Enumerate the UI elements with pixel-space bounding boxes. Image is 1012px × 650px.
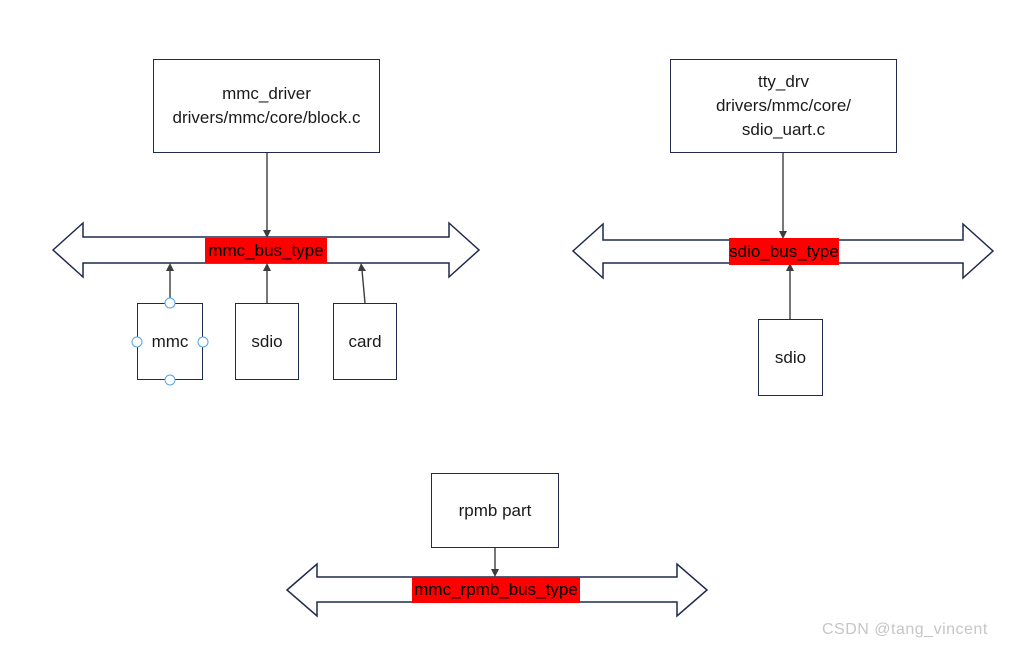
- box-sdio-left-label: sdio: [251, 331, 283, 351]
- box-mmc-driver-path: drivers/mmc/core/block.c: [172, 108, 361, 127]
- selection-handle-left[interactable]: [131, 336, 143, 348]
- box-rpmb-part-label: rpmb part: [458, 500, 532, 520]
- box-mmc-driver-title: mmc_driver: [222, 84, 311, 103]
- connector-rpmb-to-rpmb-bus[interactable]: [491, 548, 499, 577]
- box-card-label: card: [348, 331, 382, 351]
- connector-sdio-to-sdio-bus[interactable]: [786, 263, 794, 319]
- box-sdio-left[interactable]: sdio: [235, 303, 299, 380]
- box-card[interactable]: card: [333, 303, 397, 380]
- box-tty-drv-title: tty_drv: [757, 72, 810, 91]
- connector-mmc-driver-to-mmc-bus[interactable]: [263, 153, 271, 238]
- mmc-bus-label[interactable]: mmc_bus_type: [205, 238, 327, 263]
- box-rpmb-part[interactable]: rpmb part: [431, 473, 559, 548]
- box-tty-drv-path2: sdio_uart.c: [741, 120, 826, 139]
- box-tty-drv-path1: drivers/mmc/core/: [715, 96, 852, 115]
- connector-card-to-mmc-bus[interactable]: [358, 263, 366, 304]
- connector-mmc-to-mmc-bus[interactable]: [166, 263, 174, 300]
- box-tty-drv[interactable]: tty_drv drivers/mmc/core/ sdio_uart.c: [670, 59, 897, 153]
- connector-sdio-to-mmc-bus[interactable]: [263, 263, 271, 303]
- box-sdio-right-label: sdio: [774, 347, 807, 367]
- box-sdio-right[interactable]: sdio: [758, 319, 823, 396]
- selection-handle-right[interactable]: [197, 336, 209, 348]
- watermark: CSDN @tang_vincent: [822, 621, 988, 638]
- box-mmc-label: mmc: [151, 331, 189, 351]
- connector-tty-drv-to-sdio-bus[interactable]: [779, 153, 787, 239]
- box-mmc-driver[interactable]: mmc_driver drivers/mmc/core/block.c: [153, 59, 380, 153]
- box-mmc[interactable]: mmc: [137, 303, 203, 380]
- selection-handle-bottom[interactable]: [164, 374, 176, 386]
- mmc-rpmb-bus-label[interactable]: mmc_rpmb_bus_type: [412, 577, 580, 603]
- selection-handle-top[interactable]: [164, 297, 176, 309]
- sdio-bus-label[interactable]: sdio_bus_type: [729, 238, 839, 265]
